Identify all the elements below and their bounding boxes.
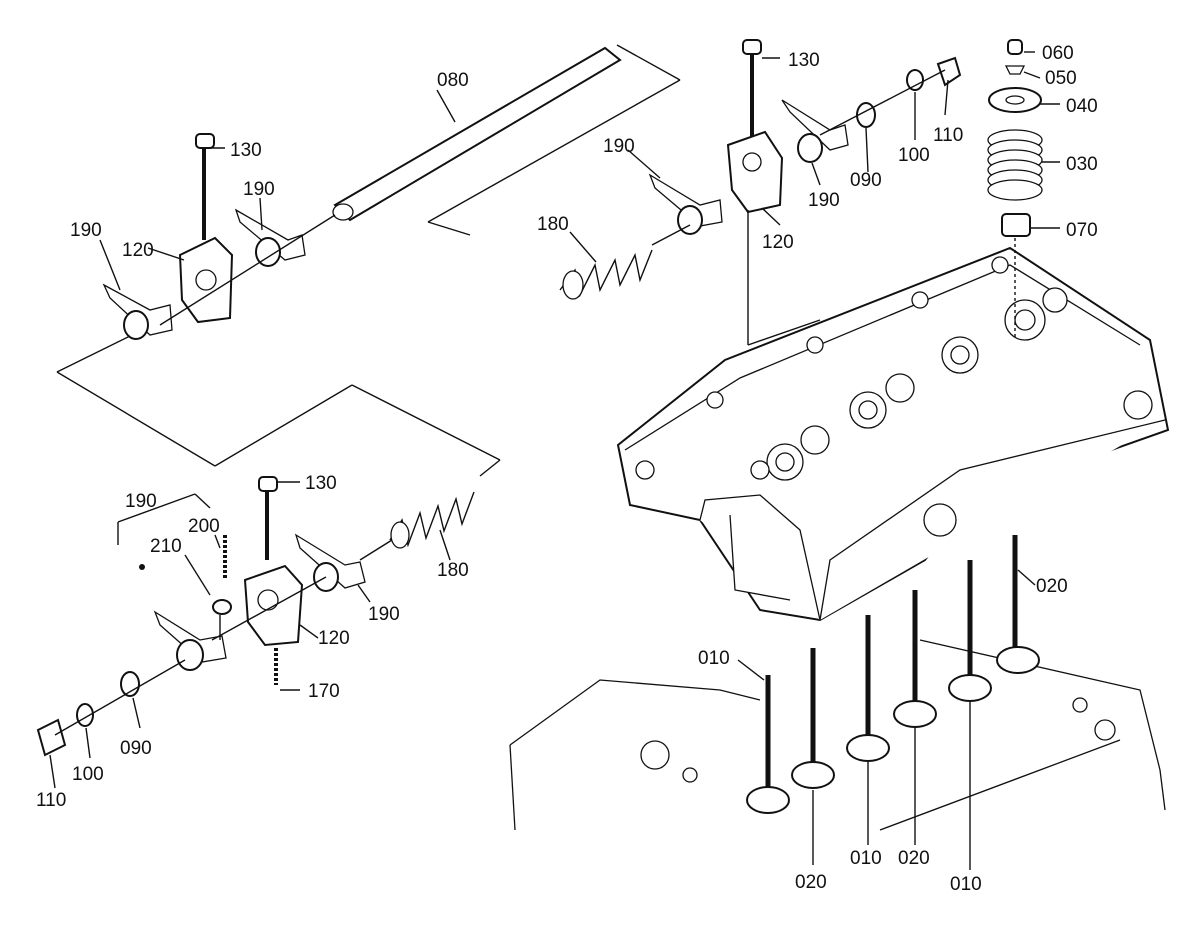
label-190-upper-right-b: 190 [808,190,840,211]
label-130-upper-left: 130 [230,140,262,161]
upper-left-rocker-assembly [56,133,501,477]
label-090-upper: 090 [850,170,882,191]
label-120-upper-left: 120 [122,240,154,261]
label-190-lower-bracket: 190 [125,491,157,512]
label-190-upper-right-a: 190 [603,136,635,157]
label-200: 200 [188,516,220,537]
label-210: 210 [150,536,182,557]
label-060: 060 [1042,43,1074,64]
engine-block [509,639,1166,831]
label-110-upper: 110 [933,125,963,146]
label-050: 050 [1045,68,1077,89]
spring-180-lower [389,491,475,549]
label-190-lower: 190 [368,604,400,625]
label-090-lower: 090 [120,738,152,759]
valve-spring-stack [987,39,1043,340]
label-120-lower: 120 [318,628,350,649]
label-120-upper-right: 120 [762,232,794,253]
label-100-lower: 100 [72,764,104,785]
label-010-bottom-mid: 010 [850,848,882,869]
label-080: 080 [437,70,469,91]
label-030: 030 [1066,154,1098,175]
label-100-upper: 100 [898,145,930,166]
label-190-upper-left-a: 190 [243,179,275,200]
label-040: 040 [1066,96,1098,117]
spring-180-upper [559,249,653,300]
label-020-bottom-left: 020 [795,872,827,893]
upper-right-rocker-assembly [427,39,962,346]
label-020-right: 020 [1036,576,1068,597]
lower-left-rocker-assembly [36,476,475,757]
cylinder-head [616,246,1170,622]
label-130-upper-right: 130 [788,50,820,71]
label-130-lower: 130 [305,473,337,494]
label-190-upper-left-b: 190 [70,220,102,241]
rocker-shaft-080 [332,46,622,222]
label-180-upper: 180 [537,214,569,235]
leader-lines [49,51,1060,870]
label-180-lower: 180 [437,560,469,581]
valves [746,535,1040,814]
label-110-lower: 110 [36,790,66,811]
label-170: 170 [308,681,340,702]
label-020-bottom-mid: 020 [898,848,930,869]
part-labels: 080 130 190 190 120 130 190 180 120 190 … [36,43,1098,895]
label-010-bottom-right: 010 [950,874,982,895]
label-010-left: 010 [698,648,730,669]
label-070: 070 [1066,220,1098,241]
